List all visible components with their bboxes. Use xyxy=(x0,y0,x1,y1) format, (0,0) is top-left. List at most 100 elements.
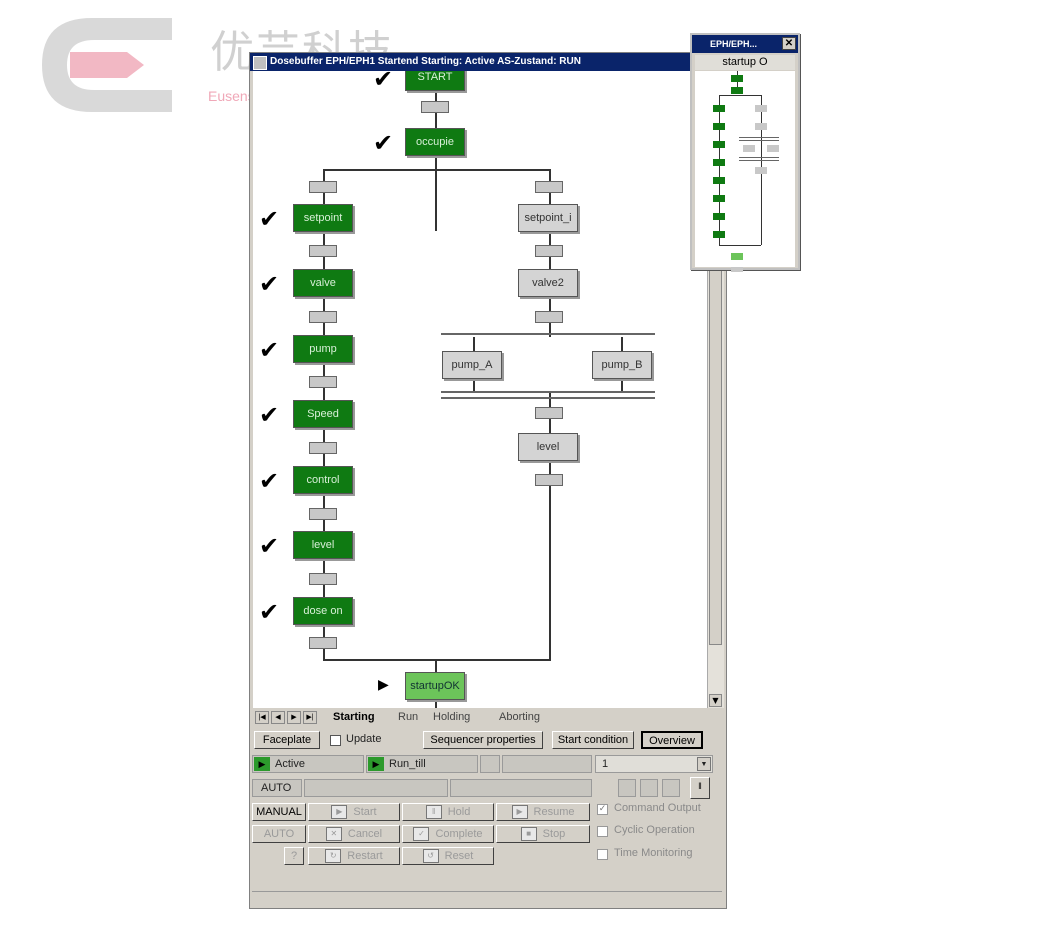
tab-aborting[interactable]: Aborting xyxy=(499,711,540,723)
update-checkbox[interactable] xyxy=(330,735,341,746)
connector-line xyxy=(737,71,738,93)
mini-step xyxy=(755,105,767,112)
time-monitoring-checkbox[interactable] xyxy=(597,849,608,860)
resume-label: Resume xyxy=(533,806,575,818)
transition[interactable] xyxy=(309,376,337,388)
status-active-field: ▶ Active xyxy=(252,755,364,773)
mini-step xyxy=(731,75,743,82)
tab-starting[interactable]: Starting xyxy=(333,711,375,723)
start-icon: ▶ xyxy=(331,805,348,820)
complete-icon: ✓ xyxy=(413,827,430,842)
status-active-text: Active xyxy=(275,758,305,770)
mini-step xyxy=(731,267,743,272)
reset-button[interactable]: ↺Reset xyxy=(402,847,494,865)
step-dose-on[interactable]: dose on xyxy=(293,597,353,625)
step-pump[interactable]: pump xyxy=(293,335,353,363)
overview-button[interactable]: Overview xyxy=(641,731,703,749)
step-startup-ok[interactable]: startupOK xyxy=(405,672,465,700)
step-speed[interactable]: Speed xyxy=(293,400,353,428)
check-icon: ✔ xyxy=(259,270,280,298)
overview-titlebar[interactable]: EPH/EPH... ✕ xyxy=(692,35,798,53)
restart-button[interactable]: ↻Restart xyxy=(308,847,400,865)
tab-prev-icon[interactable]: ◀ xyxy=(271,711,285,724)
scroll-down-arrow-icon[interactable]: ▼ xyxy=(709,694,722,707)
sequence-tabs: |◀ ◀ ▶ ▶| Starting Run Holding Aborting xyxy=(253,710,723,726)
time-monitoring-label: Time Monitoring xyxy=(614,847,693,859)
step-setpoint-i[interactable]: setpoint_i xyxy=(518,204,578,232)
step-level-left[interactable]: level xyxy=(293,531,353,559)
tab-first-icon[interactable]: |◀ xyxy=(255,711,269,724)
start-label: Start xyxy=(353,806,377,818)
transition[interactable] xyxy=(535,181,563,193)
tab-last-icon[interactable]: ▶| xyxy=(303,711,317,724)
play-icon: ▶ xyxy=(254,757,270,771)
step-select-dropdown[interactable]: 1 ▼ xyxy=(595,755,713,773)
step-pump-b[interactable]: pump_B xyxy=(592,351,652,379)
transition[interactable] xyxy=(535,311,563,323)
mode-empty-field xyxy=(618,779,636,797)
cancel-button[interactable]: ✕Cancel xyxy=(308,825,400,843)
sequencer-properties-button[interactable]: Sequencer properties xyxy=(423,731,543,749)
command-output-checkbox[interactable]: ✓ xyxy=(597,804,608,815)
step-level-right[interactable]: level xyxy=(518,433,578,461)
mini-step xyxy=(713,123,725,130)
window-icon xyxy=(253,56,267,70)
branch-line xyxy=(323,169,551,171)
complete-button[interactable]: ✓ Complete xyxy=(402,825,494,843)
tab-next-icon[interactable]: ▶ xyxy=(287,711,301,724)
help-icon[interactable]: ? xyxy=(284,847,304,865)
transition[interactable] xyxy=(309,311,337,323)
transition[interactable] xyxy=(309,508,337,520)
transition[interactable] xyxy=(421,101,449,113)
mini-step-current xyxy=(731,253,743,260)
status-bar xyxy=(252,891,722,906)
tab-run[interactable]: Run xyxy=(398,711,419,723)
check-icon: ✔ xyxy=(373,71,394,93)
mode-empty-field xyxy=(662,779,680,797)
step-occupie[interactable]: occupie xyxy=(405,128,465,156)
transition[interactable] xyxy=(535,245,563,257)
step-valve2[interactable]: valve2 xyxy=(518,269,578,297)
cyclic-operation-checkbox[interactable] xyxy=(597,826,608,837)
step-start[interactable]: START xyxy=(405,71,465,91)
transition[interactable] xyxy=(309,637,337,649)
mini-step xyxy=(755,167,767,174)
transition[interactable] xyxy=(309,181,337,193)
chevron-down-icon[interactable]: ▼ xyxy=(697,757,711,771)
faceplate-button[interactable]: Faceplate xyxy=(254,731,320,749)
window-titlebar[interactable]: Dosebuffer EPH/EPH1 Startend Starting: A… xyxy=(250,53,726,71)
complete-label: Complete xyxy=(435,828,483,840)
auto-button[interactable]: AUTO xyxy=(252,825,306,843)
hold-button[interactable]: ‖ Hold xyxy=(402,803,494,821)
manual-button[interactable]: MANUAL xyxy=(252,803,306,821)
step-valve[interactable]: valve xyxy=(293,269,353,297)
merge-line xyxy=(323,659,551,661)
command-output-label: Command Output xyxy=(614,802,701,814)
pause-icon[interactable]: ‖ xyxy=(690,777,710,799)
step-setpoint[interactable]: setpoint xyxy=(293,204,353,232)
resume-button[interactable]: ▶ Resume xyxy=(496,803,590,821)
start-button[interactable]: ▶ Start xyxy=(308,803,400,821)
tab-holding[interactable]: Holding xyxy=(433,711,471,723)
check-icon: ✔ xyxy=(259,598,280,626)
mini-step xyxy=(713,105,725,112)
stop-button[interactable]: ■Stop xyxy=(496,825,590,843)
step-control[interactable]: control xyxy=(293,466,353,494)
start-condition-button[interactable]: Start condition xyxy=(552,731,634,749)
hold-label: Hold xyxy=(447,806,471,818)
mini-step xyxy=(713,195,725,202)
resume-icon: ▶ xyxy=(511,805,528,820)
step-pump-a[interactable]: pump_A xyxy=(442,351,502,379)
transition[interactable] xyxy=(535,474,563,486)
mini-parallel xyxy=(739,137,779,141)
transition[interactable] xyxy=(309,442,337,454)
hold-icon: ‖ xyxy=(425,805,442,820)
transition[interactable] xyxy=(535,407,563,419)
status-run-text: Run_till xyxy=(389,758,426,770)
transition[interactable] xyxy=(309,245,337,257)
transition[interactable] xyxy=(309,573,337,585)
mini-step xyxy=(743,145,755,152)
window-title: Dosebuffer EPH/EPH1 Startend Starting: A… xyxy=(270,56,581,67)
close-icon[interactable]: ✕ xyxy=(782,37,796,50)
branch-line xyxy=(719,95,761,96)
